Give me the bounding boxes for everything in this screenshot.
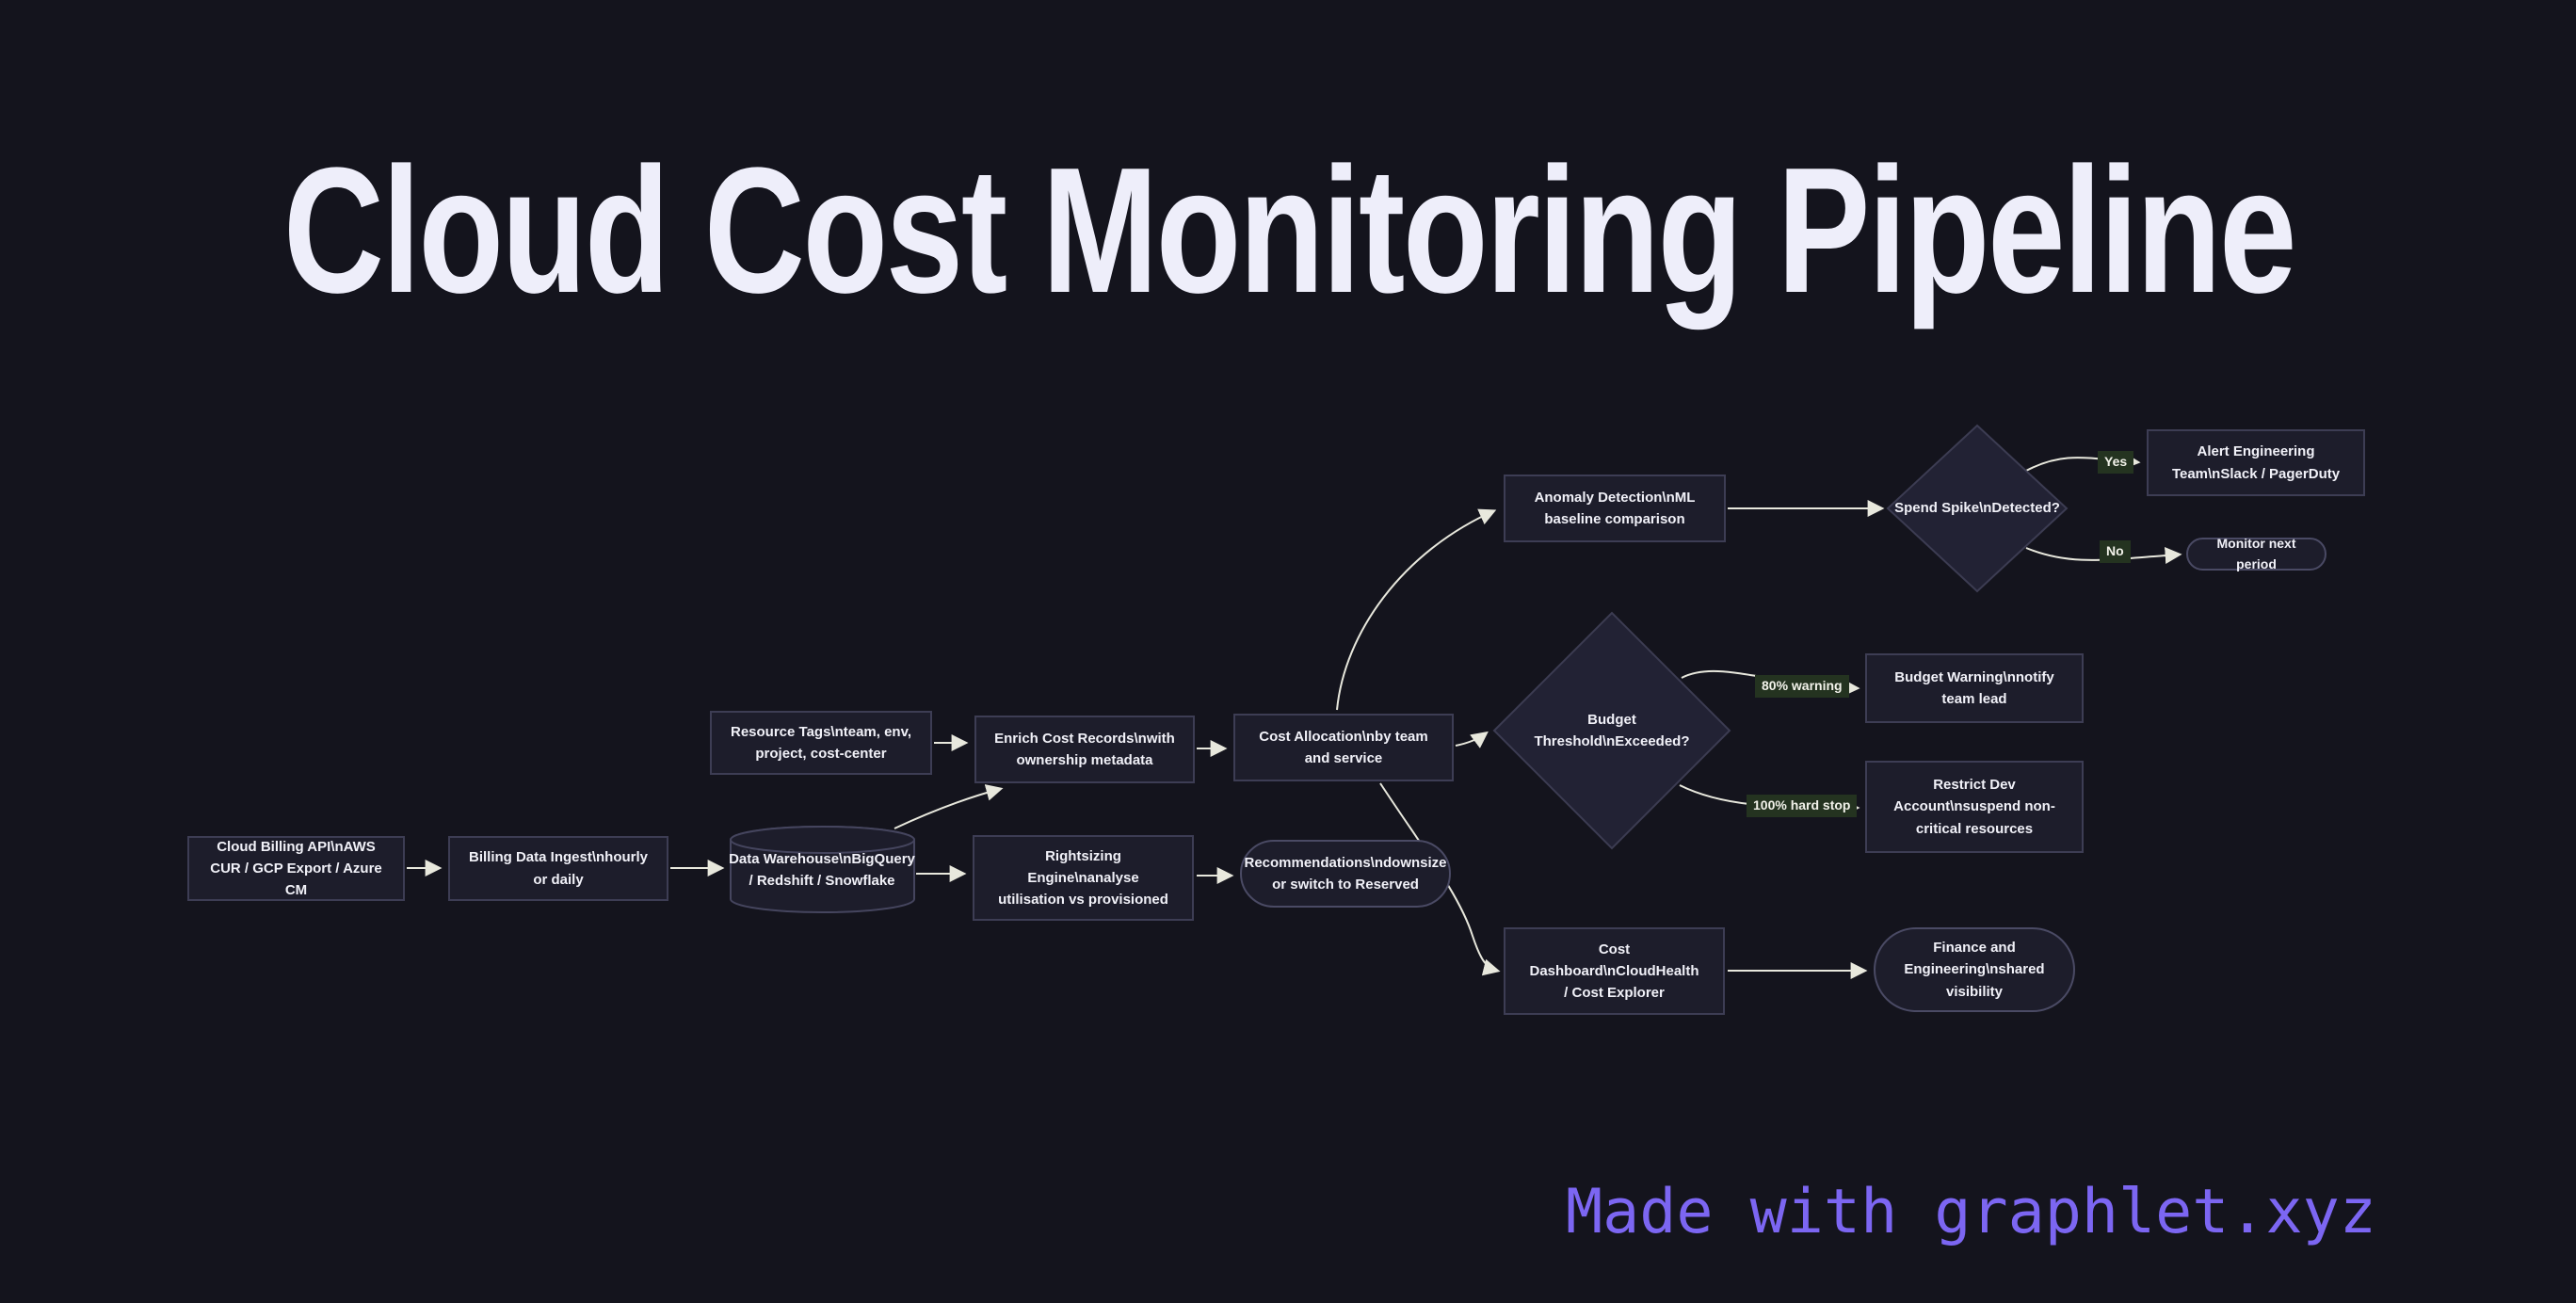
node-cost-dashboard: Cost Dashboard\nCloudHealth / Cost Explo… [1504, 927, 1725, 1015]
node-monitor-next-period: Monitor next period [2186, 536, 2326, 571]
node-cost-allocation: Cost Allocation\nby team and service [1233, 714, 1454, 781]
cylinder-top-rim [730, 826, 915, 854]
decision-spend-spike: Spend Spike\nDetected? [1894, 500, 2060, 517]
decision-budget-threshold: Budget Threshold\nExceeded? [1534, 711, 1690, 749]
node-recommendations: Recommendations\ndownsize or switch to R… [1240, 840, 1451, 908]
edge-allocation-to-anomaly [1336, 508, 1497, 711]
node-rightsizing-engine: Rightsizing Engine\nanalyse utilisation … [973, 835, 1194, 921]
edge-allocation-to-budget [1455, 731, 1489, 748]
edge-label-no: No [2100, 540, 2131, 563]
node-data-warehouse: Data Warehouse\nBigQuery / Redshift / Sn… [729, 850, 915, 889]
node-billing-data-ingest: Billing Data Ingest\nhourly or daily [448, 836, 668, 901]
node-resource-tags: Resource Tags\nteam, env, project, cost-… [710, 711, 932, 775]
edge-label-80-warning: 80% warning [1755, 675, 1849, 698]
edge-spike-no [2025, 546, 2182, 564]
node-alert-engineering: Alert Engineering Team\nSlack / PagerDut… [2147, 429, 2365, 496]
node-anomaly-detection: Anomaly Detection\nML baseline compariso… [1504, 475, 1726, 542]
edge-warehouse-to-enrich [894, 784, 1004, 829]
node-restrict-dev-account: Restrict Dev Account\nsuspend non-critic… [1865, 761, 2084, 853]
node-enrich-cost-records: Enrich Cost Records\nwith ownership meta… [974, 716, 1195, 783]
edge-label-100-hard-stop: 100% hard stop [1747, 795, 1858, 817]
attribution-text: Made with graphlet.xyz [1566, 1177, 2376, 1247]
node-budget-warning: Budget Warning\nnotify team lead [1865, 653, 2084, 723]
page-title: Cloud Cost Monitoring Pipeline [282, 131, 2297, 330]
decision-spend-spike-shape [1886, 424, 2069, 593]
decision-budget-threshold-shape [1492, 611, 1731, 850]
edge-allocation-to-dashboard [1379, 782, 1501, 976]
node-finance-engineering: Finance and Engineering\nshared visibili… [1874, 927, 2075, 1012]
node-cloud-billing-api: Cloud Billing API\nAWS CUR / GCP Export … [187, 836, 405, 901]
edge-label-yes: Yes [2098, 451, 2134, 474]
